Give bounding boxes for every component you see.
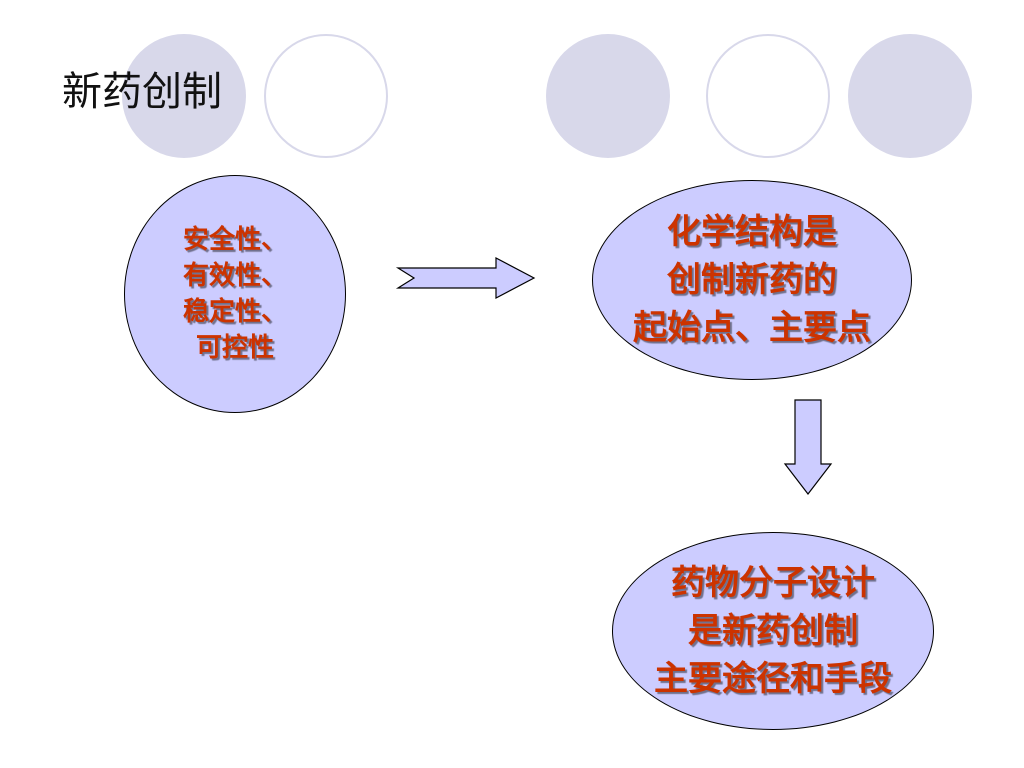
slide-title: 新药创制 xyxy=(62,69,222,115)
decor-circle-outline xyxy=(706,34,830,158)
node-quality-criteria: 安全性、 有效性、 稳定性、 可控性 xyxy=(124,175,346,413)
arrow-right-icon xyxy=(395,257,536,299)
decor-circle-filled xyxy=(122,34,246,158)
decor-circle-filled xyxy=(848,34,972,158)
decor-circle-outline xyxy=(264,34,388,158)
node-molecular-design: 药物分子设计 是新药创制 主要途径和手段 xyxy=(612,532,934,730)
arrow-down-icon xyxy=(783,399,833,495)
decor-circle-filled xyxy=(546,34,670,158)
node-chemical-structure: 化学结构是 创制新药的 起始点、主要点 xyxy=(592,180,912,380)
